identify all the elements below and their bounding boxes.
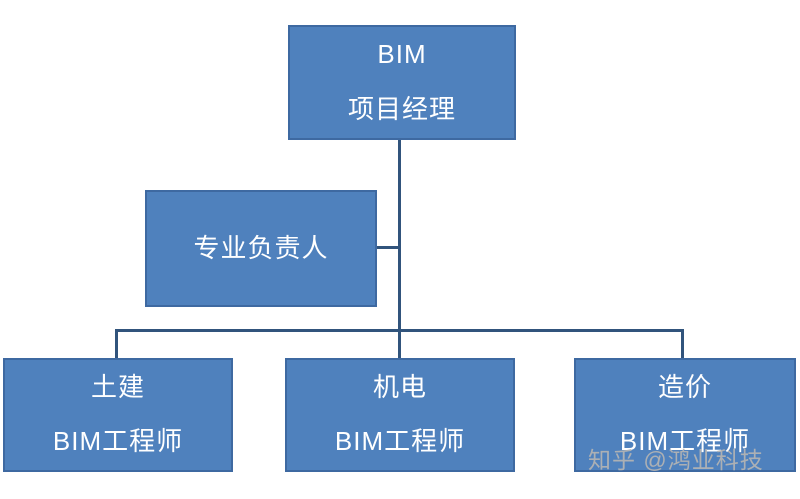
node-mep-bim-engineer-line1: 机电 — [372, 372, 427, 402]
node-cost-bim-engineer-line2: BIM工程师 — [619, 426, 751, 456]
connector-stub-right — [681, 329, 684, 358]
node-bim-project-manager: BIM 项目经理 — [288, 25, 516, 140]
node-mep-bim-engineer-line2: BIM工程师 — [334, 426, 466, 456]
node-discipline-lead-label: 专业负责人 — [193, 232, 329, 263]
connector-root-vertical — [398, 140, 401, 358]
node-discipline-lead: 专业负责人 — [145, 190, 377, 307]
node-mep-bim-engineer: 机电 BIM工程师 — [285, 358, 515, 472]
node-cost-bim-engineer-line1: 造价 — [657, 372, 712, 402]
node-civil-bim-engineer-line1: 土建 — [90, 372, 145, 402]
connector-staff-horizontal — [377, 246, 398, 249]
zhihu-watermark: 知乎 @鸿业科技 — [588, 447, 764, 473]
node-cost-bim-engineer: 造价 BIM工程师 — [574, 358, 796, 472]
connector-children-rail — [115, 329, 684, 332]
connector-stub-left — [115, 329, 118, 358]
node-bim-project-manager-line1: BIM — [377, 39, 427, 69]
node-bim-project-manager-line2: 项目经理 — [347, 94, 456, 124]
node-civil-bim-engineer-line2: BIM工程师 — [52, 426, 184, 456]
node-civil-bim-engineer: 土建 BIM工程师 — [3, 358, 233, 472]
